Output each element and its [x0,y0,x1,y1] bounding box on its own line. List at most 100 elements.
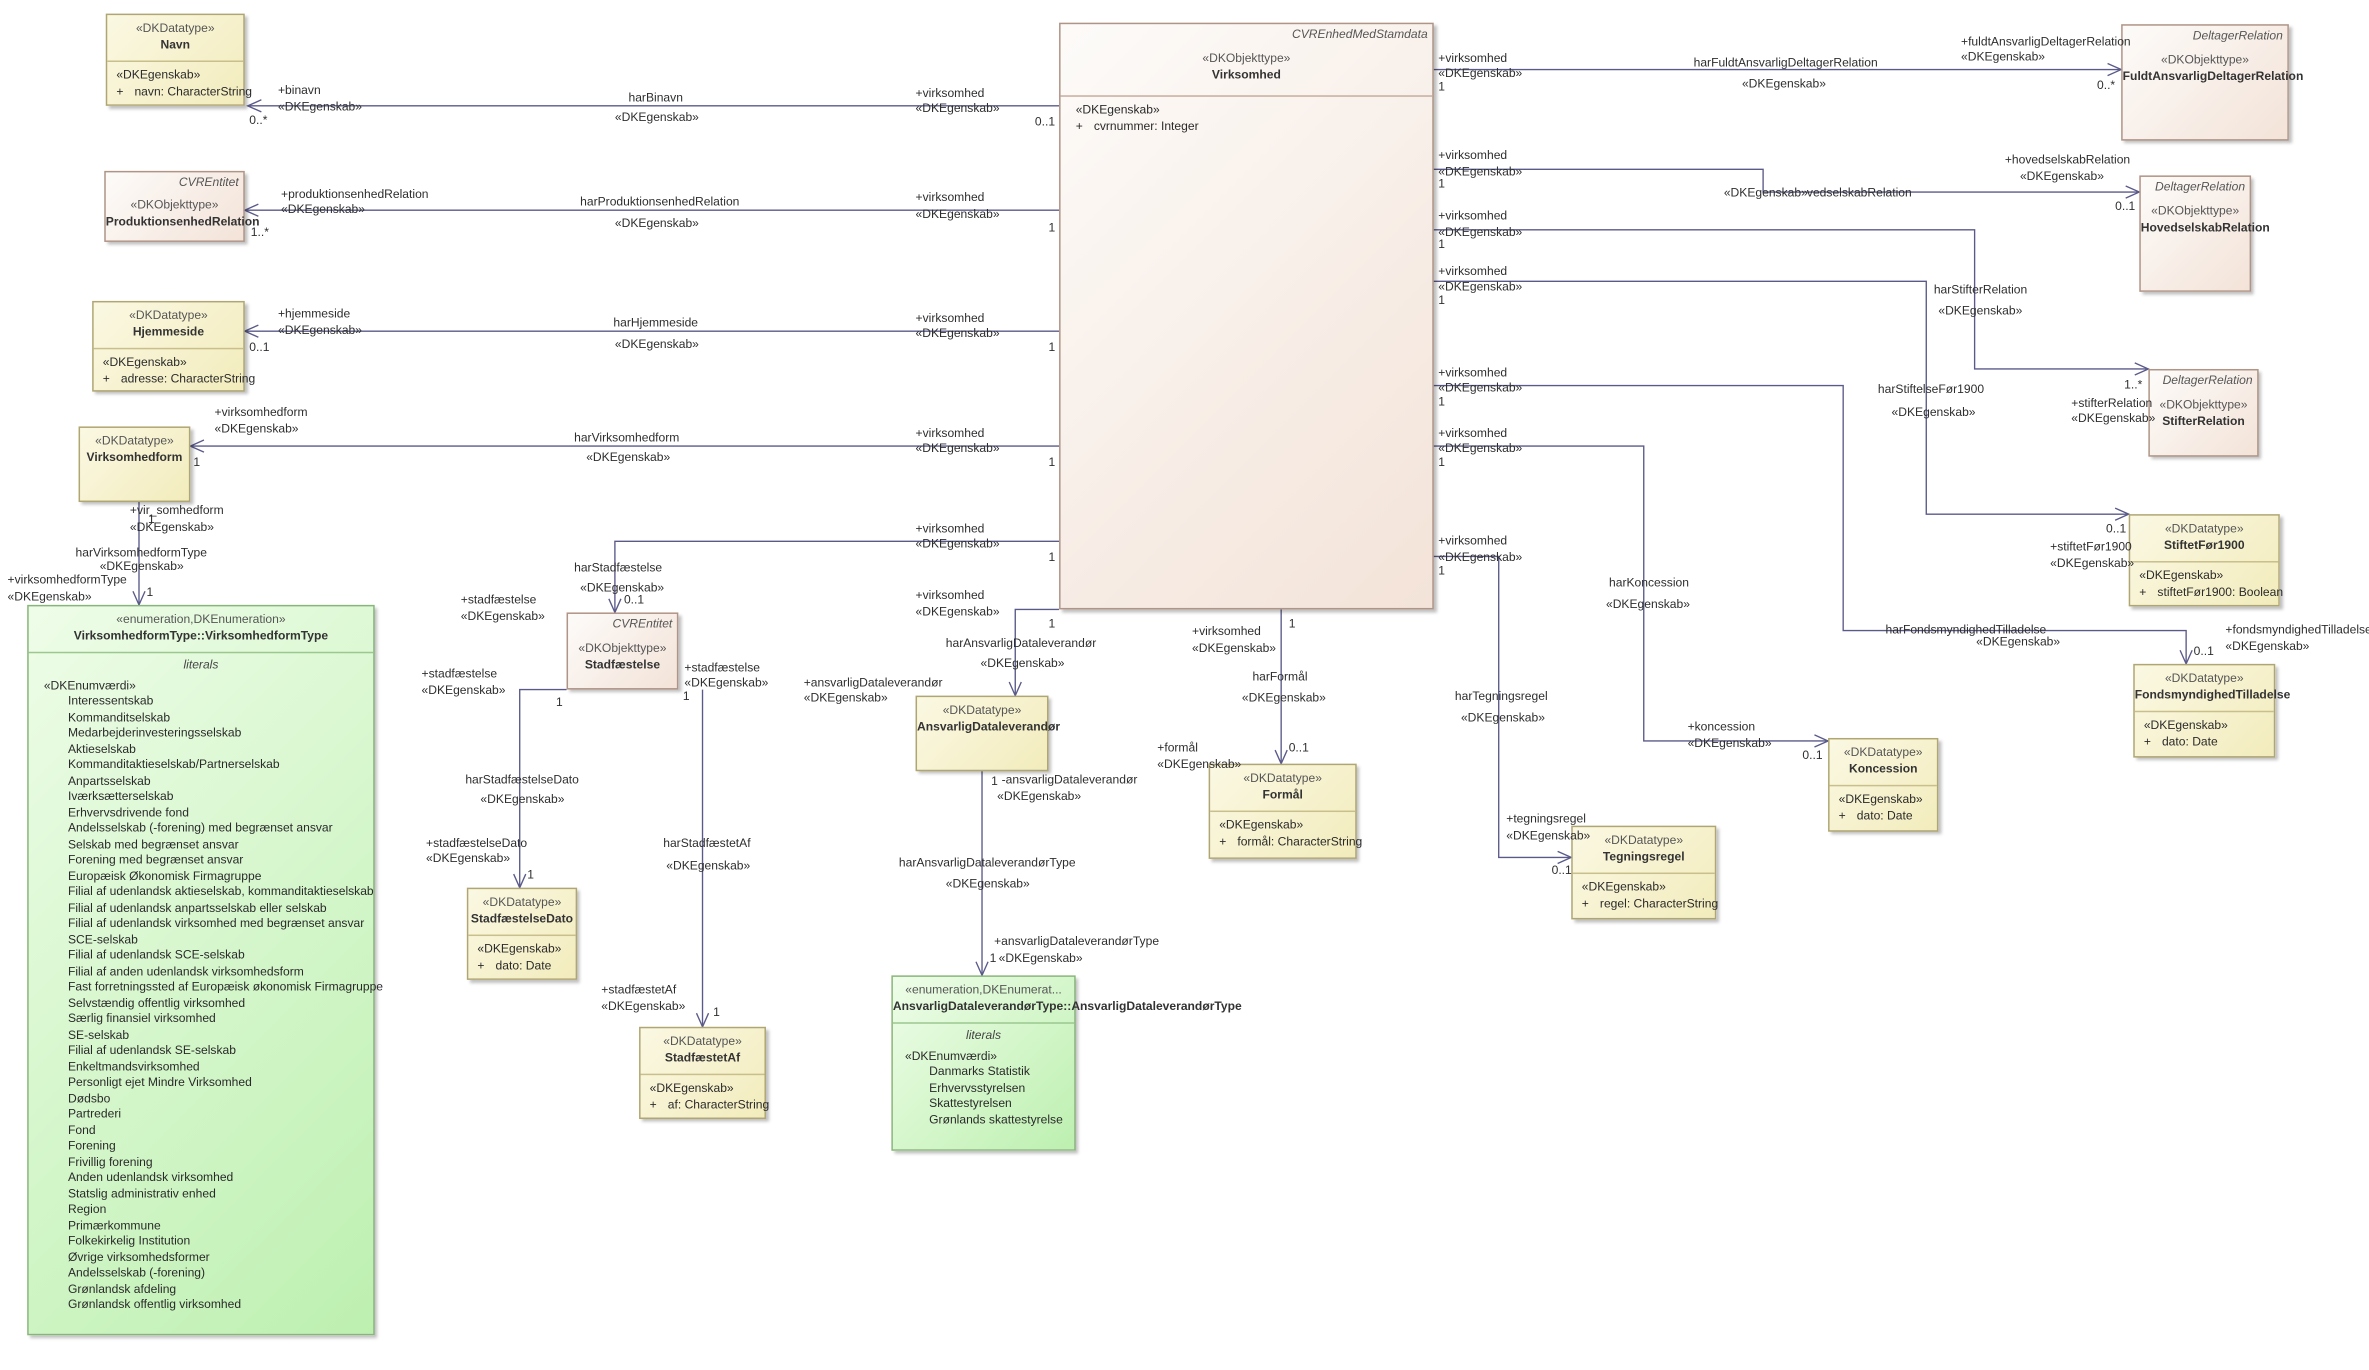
enum-literal: Kommanditaktieselskab/Partnerselskab [67,757,280,772]
multiplicity-label: 1..* [250,225,269,239]
stereotype-label: «DKEgenskab» [1438,225,1523,239]
arrowhead [2114,507,2131,521]
arrowhead [975,961,989,978]
stereotype-label: «DKEgenskab» [614,337,699,351]
multiplicity-label: 1 [193,455,201,469]
attr-stereotype: «DKEgenskab» [116,68,201,82]
stadfaestelsedato-datatype-box[interactable]: «DKDatatype»StadfæstelseDato «DKEgenskab… [466,887,578,980]
enum-literal: Erhvervsstyrelsen [929,1080,1026,1095]
attribute-row: +dato: Date [1838,808,1913,822]
literals-section-title: literals [966,1028,1001,1042]
multiplicity-label: 1 [1438,237,1446,252]
enum-literal: Enkeltmandsvirksomhed [67,1059,200,1073]
class-name: Hjemmeside [132,324,205,338]
ansvarligtype-enum-box[interactable]: «enumeration,DKEnumerat...AnsvarligDatal… [891,975,1242,1151]
formaal-datatype-box[interactable]: «DKDatatype»Formål «DKEgenskab»+formål: … [1208,763,1362,859]
stereotype-label: «DKEgenskab» [915,207,1000,221]
class-name: Virksomhedform [86,449,183,464]
role-label: +hjemmeside [277,306,351,321]
stereotype: «DKDatatype» [135,21,215,35]
association-name: harStifterRelation [1933,282,2028,297]
enum-literal: Særlig finansiel virksomhed [67,1011,216,1026]
association-name: harFormål [1252,669,1308,684]
fondsmyndighed-datatype-box[interactable]: «DKDatatype»FondsmyndighedTilladelse «DK… [2133,663,2291,758]
stadfaestelse-box[interactable]: CVREntitet «DKObjekttype»Stadfæstelse [566,612,679,690]
association-name: harStadfæstetAf [663,836,751,850]
association-name: harStadfæstelse [574,561,663,575]
attr-stereotype: «DKEgenskab» [649,1081,734,1095]
multiplicity-label: 1 [1438,394,1446,409]
hjemmeside-datatype-box[interactable]: «DKDatatype»Hjemmeside «DKEgenskab»+adre… [92,300,255,392]
role-label: +virksomhed [1192,624,1261,639]
stereotype-label: «DKEgenskab» [129,520,214,534]
navn-datatype-box[interactable]: «DKDatatype»Navn «DKEgenskab»+navn: Char… [105,13,253,106]
class-name: Tegningsregel [1602,849,1685,863]
stadfaestetaf-datatype-box[interactable]: «DKDatatype»StadfæstetAf «DKEgenskab»+af… [639,1026,769,1120]
tegningsregel-datatype-box[interactable]: «DKDatatype»Tegningsregel «DKEgenskab»+r… [1571,825,1718,920]
multiplicity-label: 0..* [249,113,268,128]
koncession-datatype-box[interactable]: «DKDatatype»Koncession «DKEgenskab»+dato… [1828,737,1939,832]
multiplicity-label: 1 [1048,340,1056,354]
virksomhedform-datatype-box[interactable]: «DKDatatype»Virksomhedform [78,426,191,503]
stereotype-label: «DKEgenskab» [99,559,184,574]
role-label: +virksomhed [915,190,985,205]
association-name: harVirksomhedform [574,430,680,445]
stereotype-label: «DKEgenskab» [666,858,751,873]
association-name: harBinavn [628,90,683,105]
multiplicity-label: 1 [1438,564,1446,578]
stereotype-label: «DKEgenskab» [1241,691,1326,705]
multiplicity-label: 0..1 [2115,199,2136,214]
enum-literal: SCE-selskab [67,932,138,946]
multiplicity-label: 1 [1438,455,1446,469]
attribute-row: +dato: Date [2143,734,2218,748]
produktionsenhed-box[interactable]: CVREntitet «DKObjekttype»Produktionsenhe… [104,170,260,242]
attribute-row: +navn: CharacterString [116,83,253,98]
multiplicity-label: 1..* [2124,378,2143,392]
enum-literal: Grønlandsk afdeling [67,1281,177,1296]
class-name: FondsmyndighedTilladelse [2134,687,2291,701]
assoc-line-stiftetfoer [1433,280,2129,515]
role-label: +virksomhed [1438,208,1508,223]
role-label: +stadfæstelse [460,592,537,607]
role-label: +formål [1157,740,1198,755]
ansvarlig-datatype-box[interactable]: «DKDatatype»AnsvarligDataleverandør [915,695,1060,772]
arrowhead [246,99,262,113]
enum-literal: Grønlandsk offentlig virksomhed [67,1297,242,1312]
stiftetfoer-datatype-box[interactable]: «DKDatatype»StiftetFør1900 «DKEgenskab»+… [2128,514,2283,607]
assoc-line-hovedselskab [1433,168,2140,193]
attr-stereotype: «DKEgenskab» [102,355,187,369]
stereotype-label: «DKEgenskab» [1976,635,2061,649]
enum-literal: Danmarks Statistik [929,1064,1030,1079]
multiplicity-label: 1 [555,695,563,710]
role-label: +virksomhed [915,521,985,536]
role-label: +virksomhed [915,311,985,326]
multiplicity-label: 0..1 [1288,740,1309,755]
virksomhed-objecttype-box[interactable]: CVREnhedMedStamdata «DKObjekttype»Virkso… [1059,22,1434,610]
stifter-relation-box[interactable]: DeltagerRelation «DKObjekttype»StifterRe… [2148,368,2259,457]
enum-literal: Fond [67,1122,96,1137]
enum-literal: Andelsselskab (-forening) [67,1265,206,1280]
stereotype-label: «DKEgenskab» [601,999,686,1014]
attr-stereotype: «DKEgenskab» [1838,792,1923,807]
arrowhead [132,590,146,607]
virksomhedformtype-enum-box[interactable]: «enumeration,DKEnumeration»Virksomhedfor… [27,604,383,1336]
hovedselskab-relation-box[interactable]: DeltagerRelation «DKObjekttype»Hovedsels… [2139,175,2270,292]
fuldt-relation-box[interactable]: DeltagerRelation «DKObjekttype»FuldtAnsv… [2121,24,2303,141]
arrowhead [2134,362,2151,376]
role-label: +hovedselskabRelation [2004,152,2131,167]
role-label: +stadfæstelse [684,660,760,675]
class-name: Virksomhed [1211,67,1281,81]
stereotype-label: «DKEgenskab» [1687,736,1772,751]
assoc-line-stadfaestelse [614,540,1060,613]
stereotype-label: «DKEgenskab» [1891,405,1976,419]
enum-literal: Interessentskab [67,694,154,708]
assoc-line-stadfaestelsedato [519,688,567,888]
class-name: Stadfæstelse [584,657,661,671]
enum-literal: Kommanditselskab [67,709,171,724]
role-label: +stadfæstelse [421,666,498,681]
class-name: Koncession [1848,761,1918,776]
stereotype: «DKDatatype» [1243,771,1322,785]
association-name: harAnsvarligDataleverandørType [898,855,1076,870]
